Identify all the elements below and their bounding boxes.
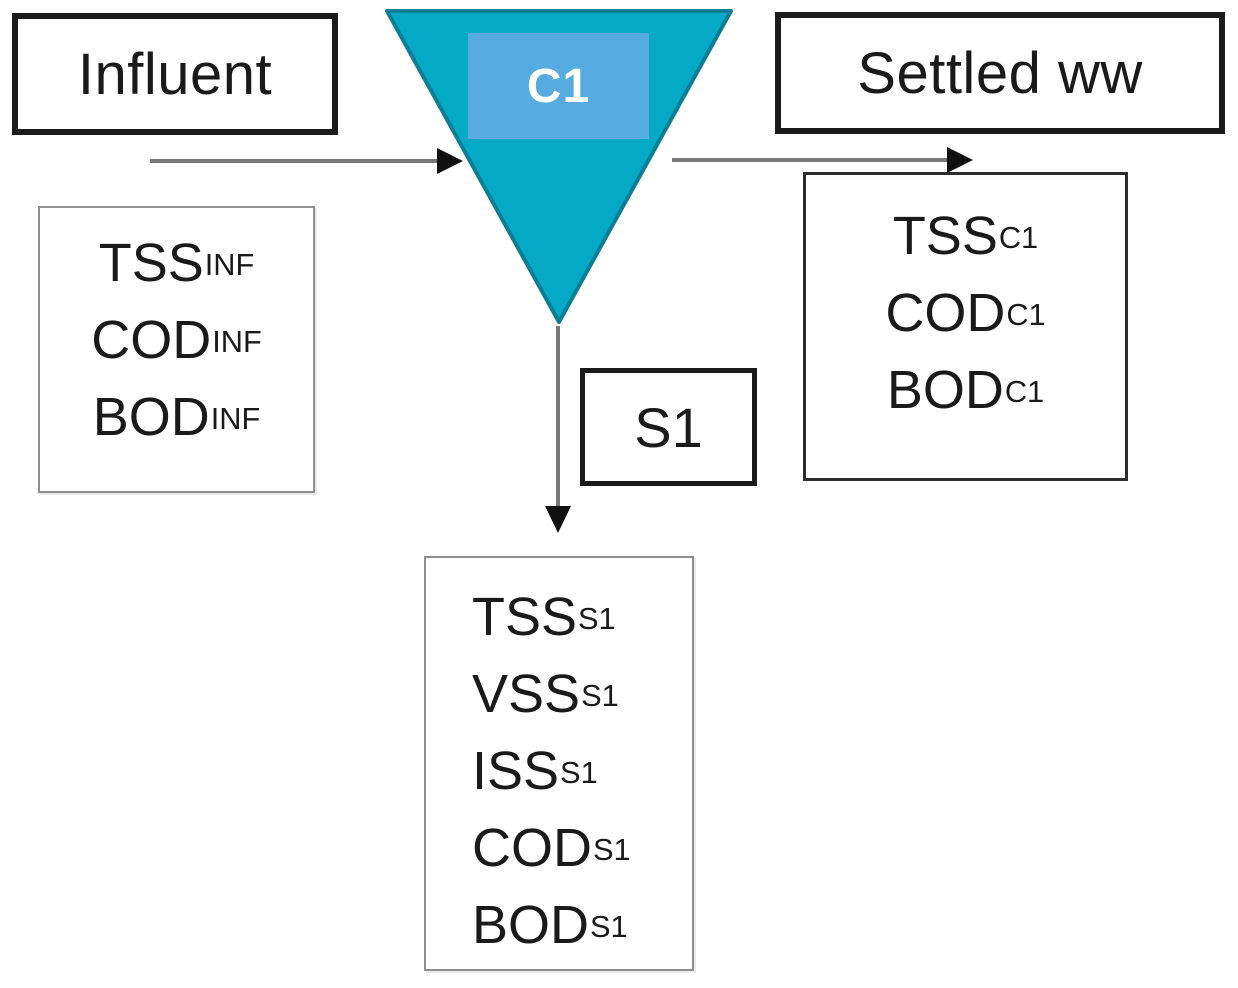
param-base: TSS [472, 586, 578, 647]
param-subscript: C1 [1006, 296, 1046, 332]
effluent-arrowhead-icon [947, 147, 973, 173]
param-subscript: S1 [593, 831, 631, 867]
param-base: TSS [98, 232, 204, 293]
influent-label: Influent [77, 41, 273, 107]
param-base: TSS [892, 205, 998, 266]
param-base: COD [91, 309, 212, 370]
influent-box: Influent [12, 13, 338, 135]
param-base: BOD [472, 894, 590, 955]
param-subscript: INF [212, 323, 262, 359]
param-subscript: S1 [560, 754, 598, 790]
param-base: VSS [472, 663, 581, 724]
sludge-arrowhead-icon [545, 506, 571, 533]
param-base: BOD [92, 386, 210, 447]
param-subscript: C1 [998, 219, 1039, 255]
param-base: COD [885, 282, 1006, 343]
clarifier-label-badge: C1 [468, 33, 649, 139]
param-subscript: S1 [578, 600, 616, 636]
clarifier-label: C1 [526, 59, 591, 113]
settled-ww-label: Settled ww [857, 40, 1143, 106]
sludge-stream-box: S1 [580, 368, 757, 486]
param-subscript: INF [210, 400, 261, 436]
param-subscript: S1 [590, 908, 628, 944]
influent-arrowhead-icon [437, 148, 463, 174]
param-subscript: S1 [581, 677, 619, 713]
param-base: COD [472, 817, 592, 878]
settled-ww-box: Settled ww [775, 12, 1225, 134]
sludge-stream-label: S1 [634, 395, 703, 459]
param-subscript: INF [204, 246, 255, 282]
param-subscript: C1 [1004, 373, 1045, 409]
param-base: BOD [886, 359, 1004, 420]
param-base: ISS [472, 740, 560, 801]
